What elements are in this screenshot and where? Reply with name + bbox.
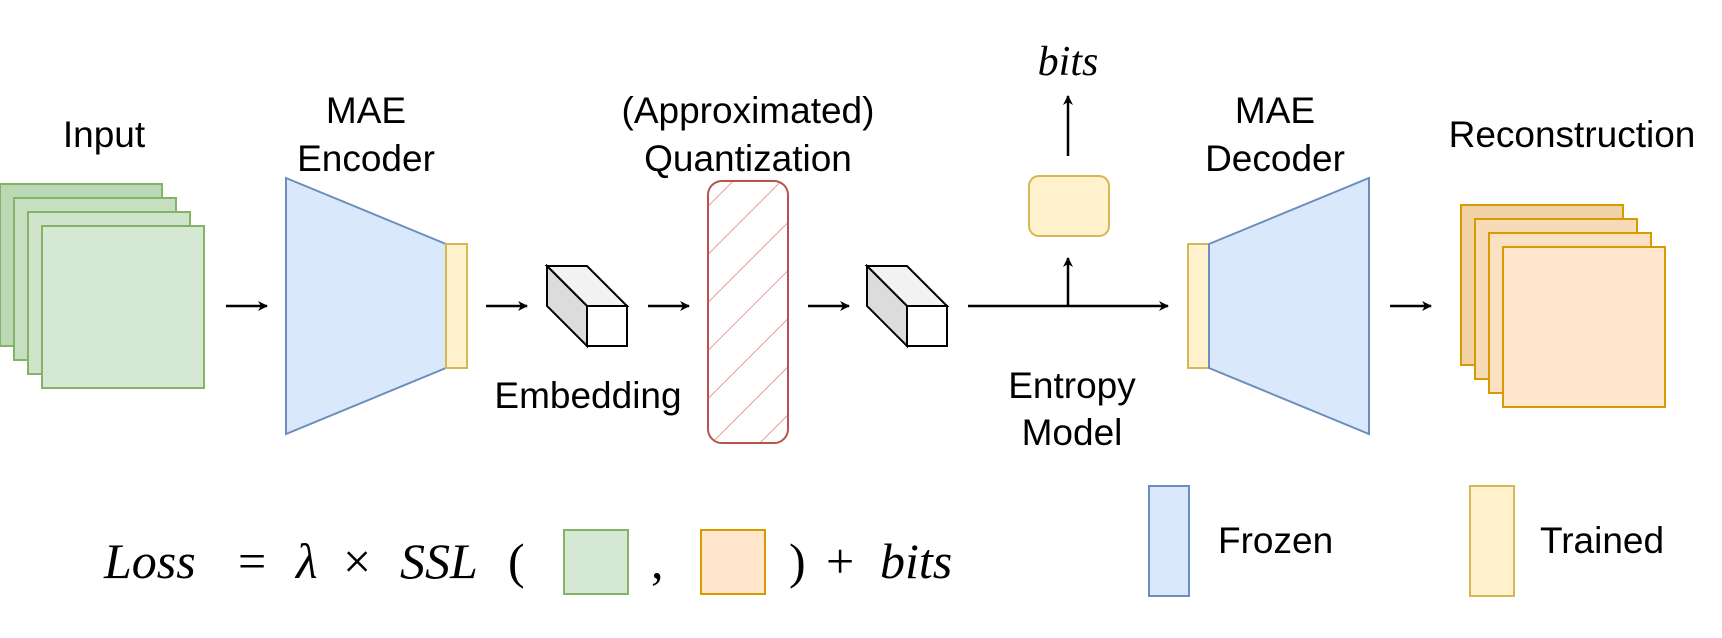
formula-loss: Loss	[103, 533, 196, 589]
embedding-cube	[544, 263, 630, 349]
formula-plus: +	[826, 533, 854, 589]
legend-trained-swatch	[1469, 485, 1515, 597]
formula-open-paren: (	[508, 533, 525, 589]
formula-bits: bits	[880, 533, 952, 589]
legend-frozen-label: Frozen	[1218, 520, 1333, 561]
decoder-label-line1: MAE	[1235, 90, 1315, 131]
formula-equals: =	[238, 533, 266, 589]
formula-input-swatch	[563, 529, 629, 595]
reconstruction-label: Reconstruction	[1449, 114, 1696, 155]
quantization-label-line1: (Approximated)	[622, 90, 875, 131]
encoder-label-line2: Encoder	[297, 138, 435, 179]
entropy-model-label-line2: Model	[1022, 412, 1123, 453]
embedding-label: Embedding	[494, 375, 681, 416]
formula-close-paren: )	[789, 533, 806, 589]
quantized-latent-cube	[864, 263, 950, 349]
loss-formula: Loss = λ × SSL ( , ) + bits	[103, 529, 952, 595]
encoder-label-line1: MAE	[326, 90, 406, 131]
legend-trained-label: Trained	[1540, 520, 1664, 561]
decoder-trained-layer	[1187, 243, 1210, 369]
formula-times: ×	[343, 533, 371, 589]
quantization-label-line2: Quantization	[644, 138, 852, 179]
mae-encoder-shape	[285, 176, 447, 436]
formula-comma: ,	[651, 533, 664, 589]
legend: Frozen Trained	[1148, 485, 1664, 597]
reconstruction-image-stack	[1460, 204, 1666, 408]
decoder-label-line2: Decoder	[1205, 138, 1345, 179]
formula-ssl: SSL	[400, 533, 478, 589]
quantization-block	[707, 180, 789, 444]
mae-decoder-shape	[1208, 176, 1370, 436]
formula-reconstruction-swatch	[700, 529, 766, 595]
input-label: Input	[63, 114, 146, 155]
formula-lambda: λ	[294, 533, 318, 589]
bits-output-label: bits	[1038, 39, 1099, 85]
legend-frozen-swatch	[1148, 485, 1190, 597]
entropy-model-block	[1028, 175, 1110, 237]
input-image-stack	[0, 183, 205, 389]
encoder-trained-layer	[445, 243, 468, 369]
entropy-model-label-line1: Entropy	[1008, 365, 1136, 406]
